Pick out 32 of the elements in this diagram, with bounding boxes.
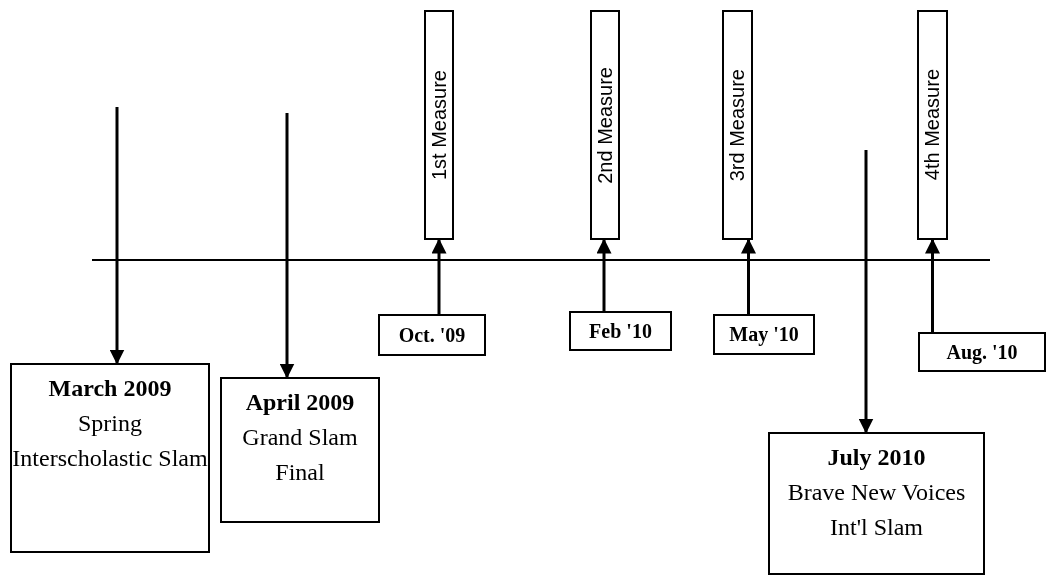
arrow xyxy=(279,113,295,379)
event-date: July 2010 xyxy=(827,443,926,472)
arrow xyxy=(596,238,612,311)
arrow xyxy=(858,150,874,434)
event-date: March 2009 xyxy=(48,374,172,403)
event-box xyxy=(220,377,380,523)
date-label: Feb '10 xyxy=(589,319,652,343)
date-label: May '10 xyxy=(729,323,799,346)
arrow xyxy=(109,107,125,365)
measure-label: 4th Measure xyxy=(921,69,944,181)
date-label: Aug. '10 xyxy=(946,340,1018,364)
measure-label: 2nd Measure xyxy=(593,66,617,184)
measure-box xyxy=(917,10,948,240)
measure-label: 3rd Measure xyxy=(726,68,749,182)
measure-label: 1st Measure xyxy=(427,69,451,181)
arrow xyxy=(431,238,447,314)
measure-box xyxy=(722,10,753,240)
date-label: Oct. '09 xyxy=(398,323,466,347)
event-title: Grand Slam Final xyxy=(241,422,359,487)
event-box xyxy=(768,432,985,575)
arrow xyxy=(741,238,756,314)
arrow xyxy=(925,238,940,332)
event-title: Spring Interscholastic Slam xyxy=(12,408,208,473)
date-box xyxy=(918,332,1046,372)
event-box xyxy=(10,363,210,553)
measure-box xyxy=(424,10,454,240)
event-title: Brave New Voices Int'l Slam xyxy=(786,477,967,542)
date-box xyxy=(713,314,815,355)
measure-box xyxy=(590,10,620,240)
event-date: April 2009 xyxy=(245,388,355,417)
date-box xyxy=(378,314,486,356)
date-box xyxy=(569,311,672,351)
